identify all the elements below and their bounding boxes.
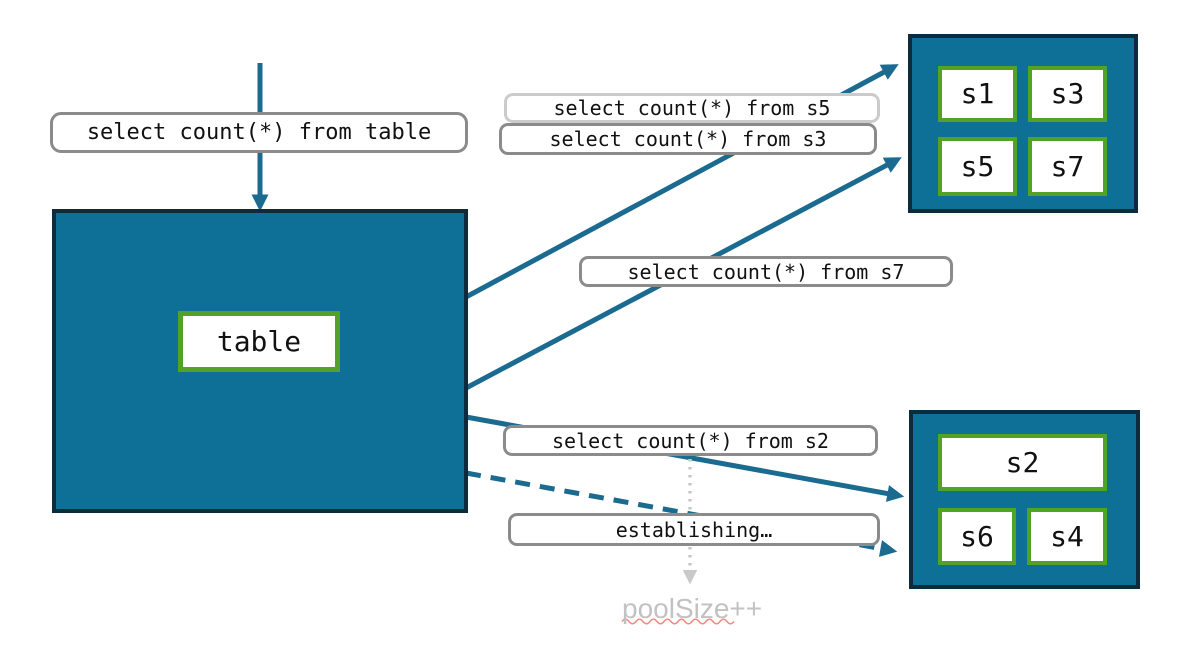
query-label-table: select count(*) from table xyxy=(50,112,468,153)
shard-group-top: s1 s3 s5 s7 xyxy=(908,34,1138,213)
shard-node-s3: s3 xyxy=(1028,66,1107,122)
poolsize-annotation: poolSize++ xyxy=(622,593,763,624)
table-node: table xyxy=(178,311,340,372)
establishing-label: establishing… xyxy=(508,513,880,546)
shard-node-s4: s4 xyxy=(1027,508,1107,565)
query-label-s7: select count(*) from s7 xyxy=(579,256,953,287)
shard-node-s5: s5 xyxy=(938,137,1017,196)
shard-node-s6: s6 xyxy=(938,508,1016,565)
query-label-s3: select count(*) from s3 xyxy=(499,123,877,155)
query-label-s5: select count(*) from s5 xyxy=(504,93,880,123)
shard-node-s7: s7 xyxy=(1028,137,1107,196)
spellcheck-squiggle xyxy=(621,618,735,625)
shard-node-s2: s2 xyxy=(938,434,1107,491)
query-label-s2: select count(*) from s2 xyxy=(503,425,878,456)
shard-group-bottom: s2 s6 s4 xyxy=(909,410,1140,589)
shard-node-s1: s1 xyxy=(938,66,1017,122)
table-shard-container: table xyxy=(52,209,468,513)
